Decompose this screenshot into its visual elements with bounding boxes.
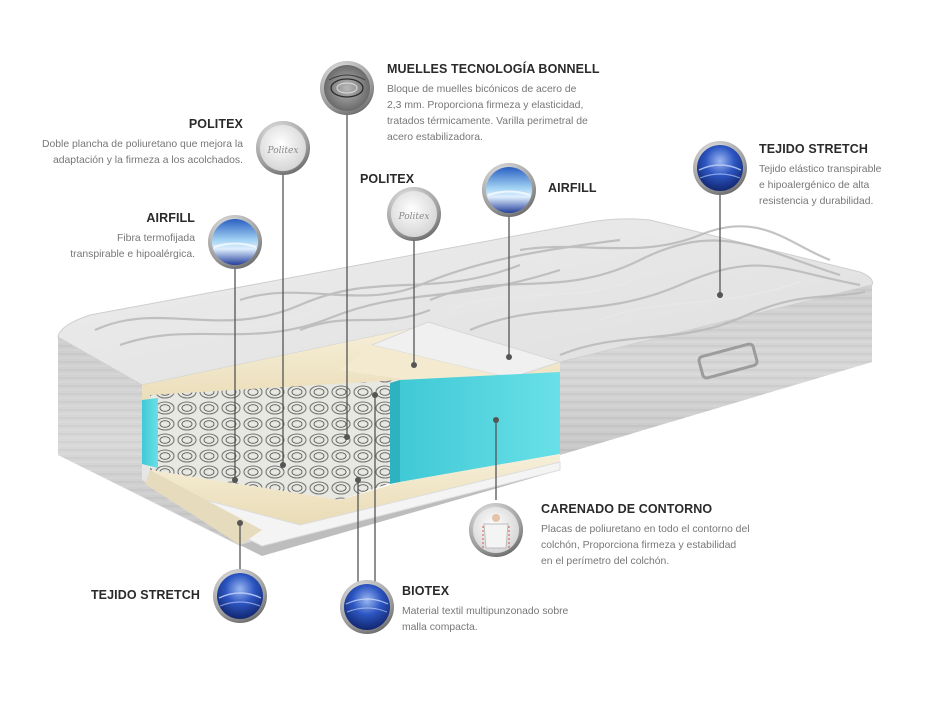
swatch-politex-mid: Politex — [387, 187, 441, 241]
label-description: Doble plancha de poliuretano que mejora … — [41, 139, 243, 166]
label-politex-left: POLITEX Doble plancha de poliuretano que… — [20, 117, 243, 169]
politex-logo-mark: Politex — [267, 146, 299, 156]
swatch-carenado — [469, 503, 523, 557]
label-title: CARENADO DE CONTORNO — [541, 502, 713, 516]
swatch-airfill-right — [482, 163, 536, 217]
swatch-tejido-left — [213, 569, 267, 623]
label-title: TEJIDO STRETCH — [759, 142, 869, 156]
leader-lines — [234, 110, 721, 585]
swatch-tejido-right — [693, 141, 747, 195]
label-muelles-bonnell: MUELLES TECNOLOGÍA BONNELL Bloque de mue… — [387, 62, 617, 146]
label-title: AIRFILL — [146, 211, 195, 225]
contour-foam-front — [400, 372, 560, 482]
label-description: Bloque de muelles bicónicos de acero de … — [387, 84, 588, 143]
mattress-cutaway — [142, 321, 562, 547]
politex-logo-mark: Politex — [398, 212, 430, 222]
label-title: AIRFILL — [548, 181, 597, 195]
swatch-airfill-left — [208, 215, 262, 269]
label-description: Placas de poliuretano en todo el contorn… — [541, 524, 750, 567]
label-tejido-stretch-left: TEJIDO STRETCH — [40, 588, 200, 602]
label-airfill-right: AIRFILL — [548, 181, 638, 195]
label-airfill-left: AIRFILL Fibra termofijada transpirable e… — [30, 211, 195, 263]
label-description: Tejido elástico transpirable e hipoalerg… — [759, 164, 882, 207]
label-politex-mid: POLITEX — [360, 172, 440, 186]
swatch-bonnell-springs — [320, 61, 374, 115]
contour-foam-left — [142, 398, 158, 468]
label-description: Fibra termofijada transpirable e hipoalé… — [70, 233, 195, 260]
label-biotex: BIOTEX Material textil multipunzonado so… — [402, 584, 602, 636]
leader-dots — [232, 292, 723, 526]
mattress-handle — [697, 342, 759, 380]
label-title: BIOTEX — [402, 584, 450, 598]
swatch-biotex — [340, 580, 394, 634]
label-title: TEJIDO STRETCH — [90, 588, 200, 602]
mattress-top — [57, 218, 873, 386]
spring-core — [150, 380, 400, 500]
label-title: POLITEX — [188, 117, 243, 131]
label-title: POLITEX — [360, 172, 415, 186]
label-tejido-stretch-right: TEJIDO STRETCH Tejido elástico transpira… — [759, 142, 919, 210]
label-description: Material textil multipunzonado sobre mal… — [402, 606, 569, 633]
politex-layer-bottom — [150, 454, 560, 525]
swatch-politex-left: Politex — [256, 121, 310, 175]
label-carenado-contorno: CARENADO DE CONTORNO Placas de poliureta… — [541, 502, 781, 570]
label-title: MUELLES TECNOLOGÍA BONNELL — [387, 62, 600, 76]
